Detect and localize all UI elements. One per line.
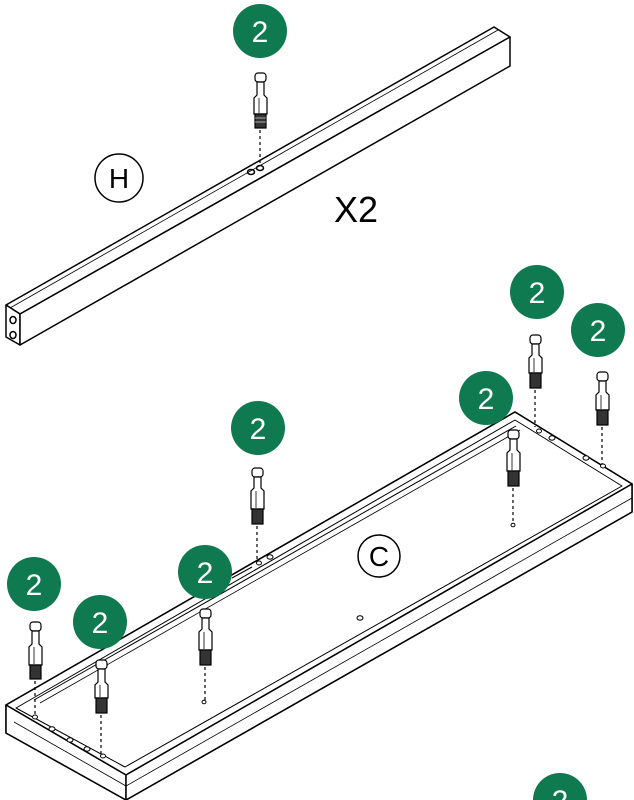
callout-number: 2 — [590, 315, 607, 348]
quantity-label: X2 — [334, 189, 378, 230]
callout-number: 2 — [478, 383, 495, 416]
callout-number: 2 — [92, 607, 109, 640]
callout-badge-5: 2 — [231, 401, 285, 455]
callout-number: 2 — [250, 413, 267, 446]
cam-dowel-7 — [595, 371, 610, 464]
part-h-label: H — [94, 153, 144, 203]
callout-number: 2 — [252, 16, 269, 49]
callout-number: 2 — [529, 277, 546, 310]
part-c-panel — [5, 411, 633, 800]
callout-number: 2 — [26, 569, 43, 602]
callout-badge-4: 2 — [459, 371, 513, 425]
part-c-label-text: C — [369, 541, 389, 572]
part-h-rail — [5, 26, 511, 346]
callout-badge-6: 2 — [178, 545, 232, 599]
cam-dowel-6 — [528, 334, 543, 427]
callout-number: 2 — [197, 557, 214, 590]
callout-badge-2: 2 — [510, 265, 564, 319]
callout-badge-8: 2 — [73, 595, 127, 649]
part-c-label: C — [357, 534, 401, 578]
callout-number: 2 — [552, 785, 569, 800]
cam-dowel-2 — [94, 659, 109, 755]
cam-dowel-3 — [198, 608, 213, 701]
panel-holes — [32, 428, 606, 759]
callout-badge-1: 2 — [233, 4, 287, 58]
callout-badge-9: 2 — [533, 773, 587, 800]
cam-dowel-5 — [506, 429, 521, 524]
cam-dowel-4 — [250, 467, 265, 560]
callout-badge-7: 2 — [7, 557, 61, 611]
callout-badge-3: 2 — [571, 303, 625, 357]
cam-dowel-h — [253, 72, 268, 165]
part-h-label-text: H — [109, 163, 129, 194]
cam-dowel-1 — [28, 621, 43, 714]
